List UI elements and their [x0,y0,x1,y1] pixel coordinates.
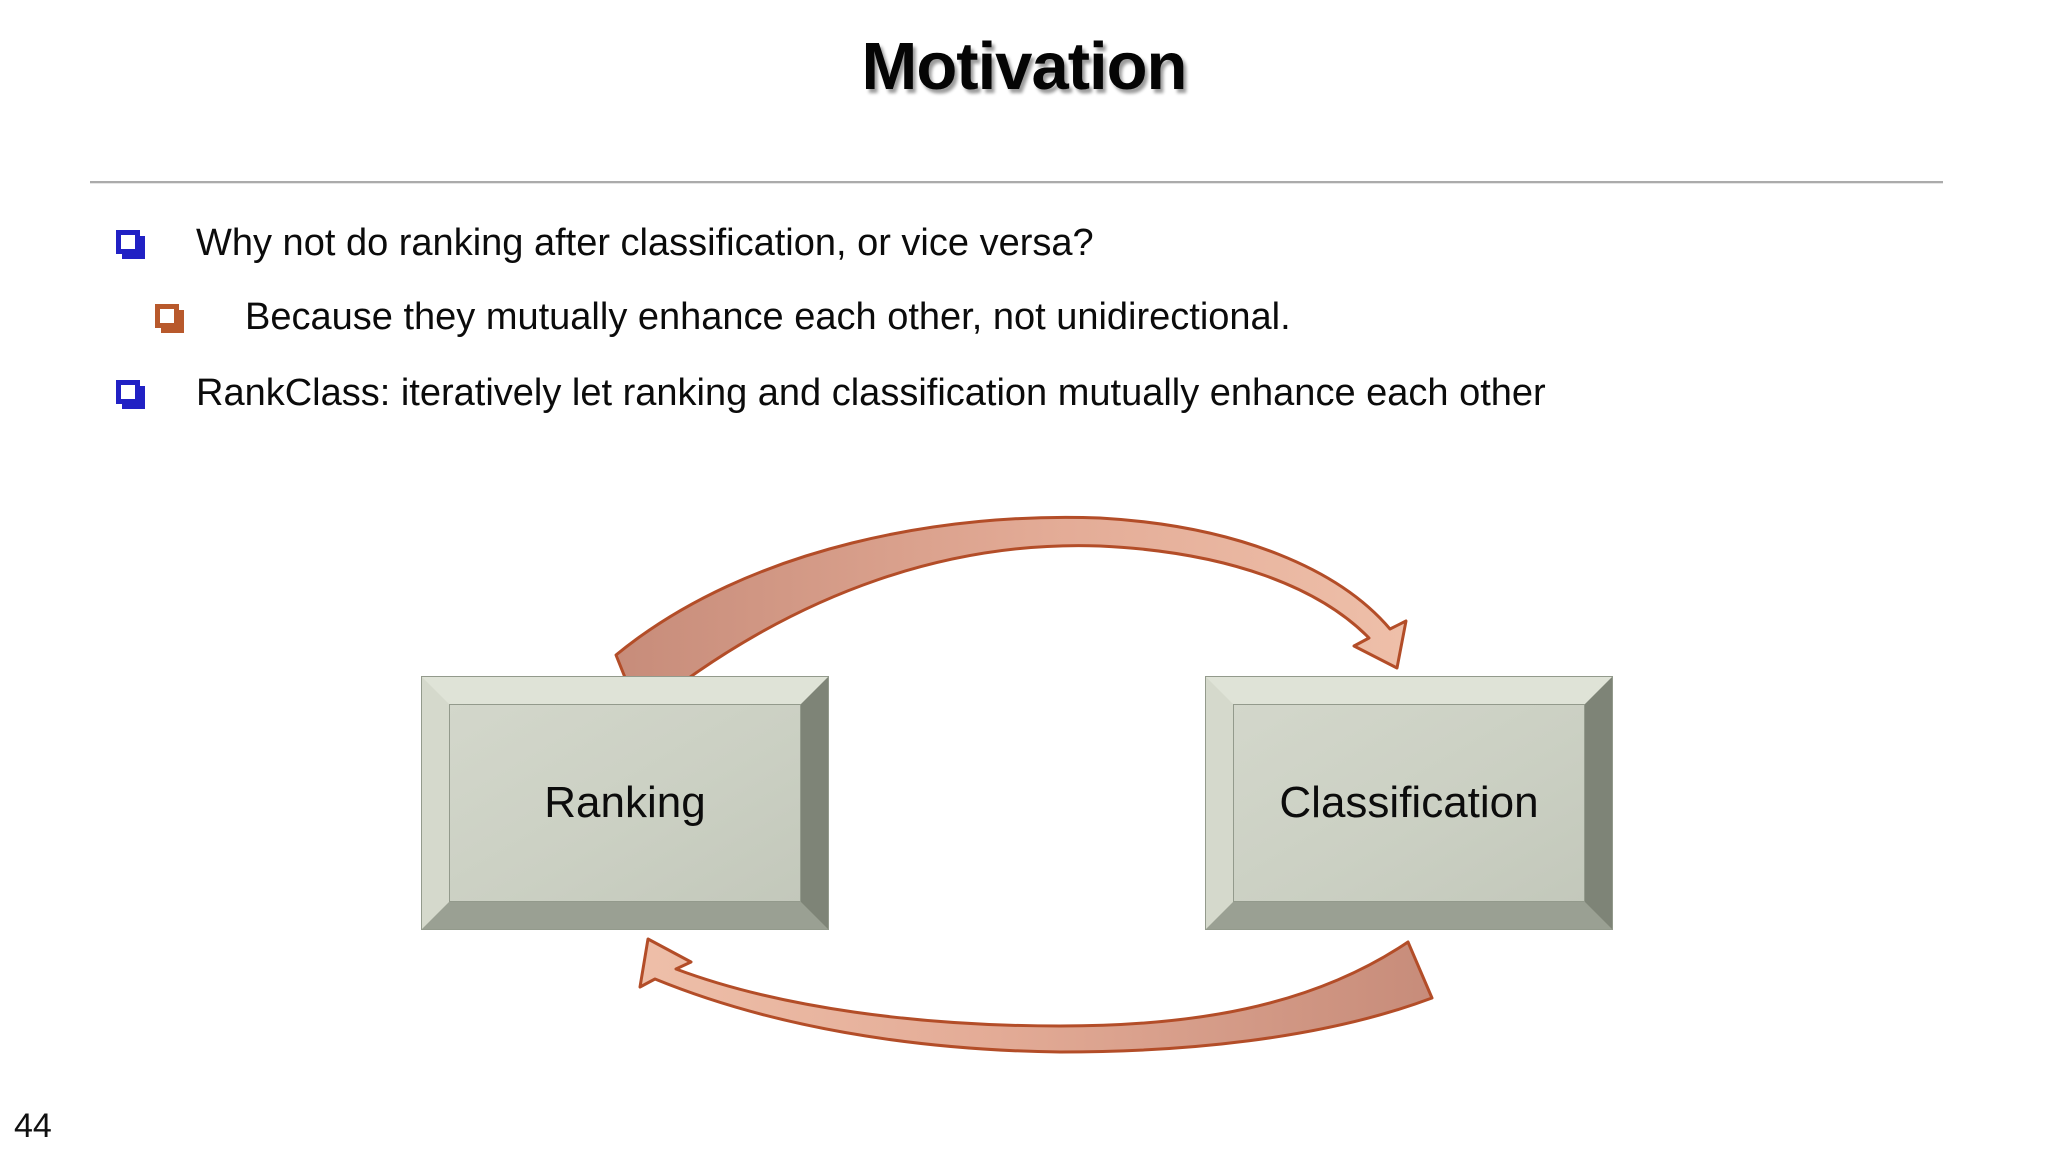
bullet-text: Why not do ranking after classification,… [196,222,1094,264]
bullet-text: Because they mutually enhance each other… [245,296,1291,338]
square-bullet-icon [116,380,148,412]
classification-node: Classification [1205,676,1613,930]
square-bullet-icon [155,304,187,336]
ranking-node-label: Ranking [544,778,706,827]
square-bullet-icon [116,230,148,262]
classification-node-label: Classification [1279,778,1539,827]
bottom-arrow [638,937,1434,1054]
ranking-node: Ranking [421,676,829,930]
bullet-text: RankClass: iteratively let ranking and c… [196,372,1546,414]
slide-title: Motivation [861,29,1188,104]
page-number: 44 [14,1107,52,1145]
bullet-item-2: Because they mutually enhance each other… [155,296,1291,339]
title-divider-line [90,181,1943,184]
bullet-item-3: RankClass: iteratively let ranking and c… [116,372,1546,415]
bullet-item-1: Why not do ranking after classification,… [116,222,1094,265]
